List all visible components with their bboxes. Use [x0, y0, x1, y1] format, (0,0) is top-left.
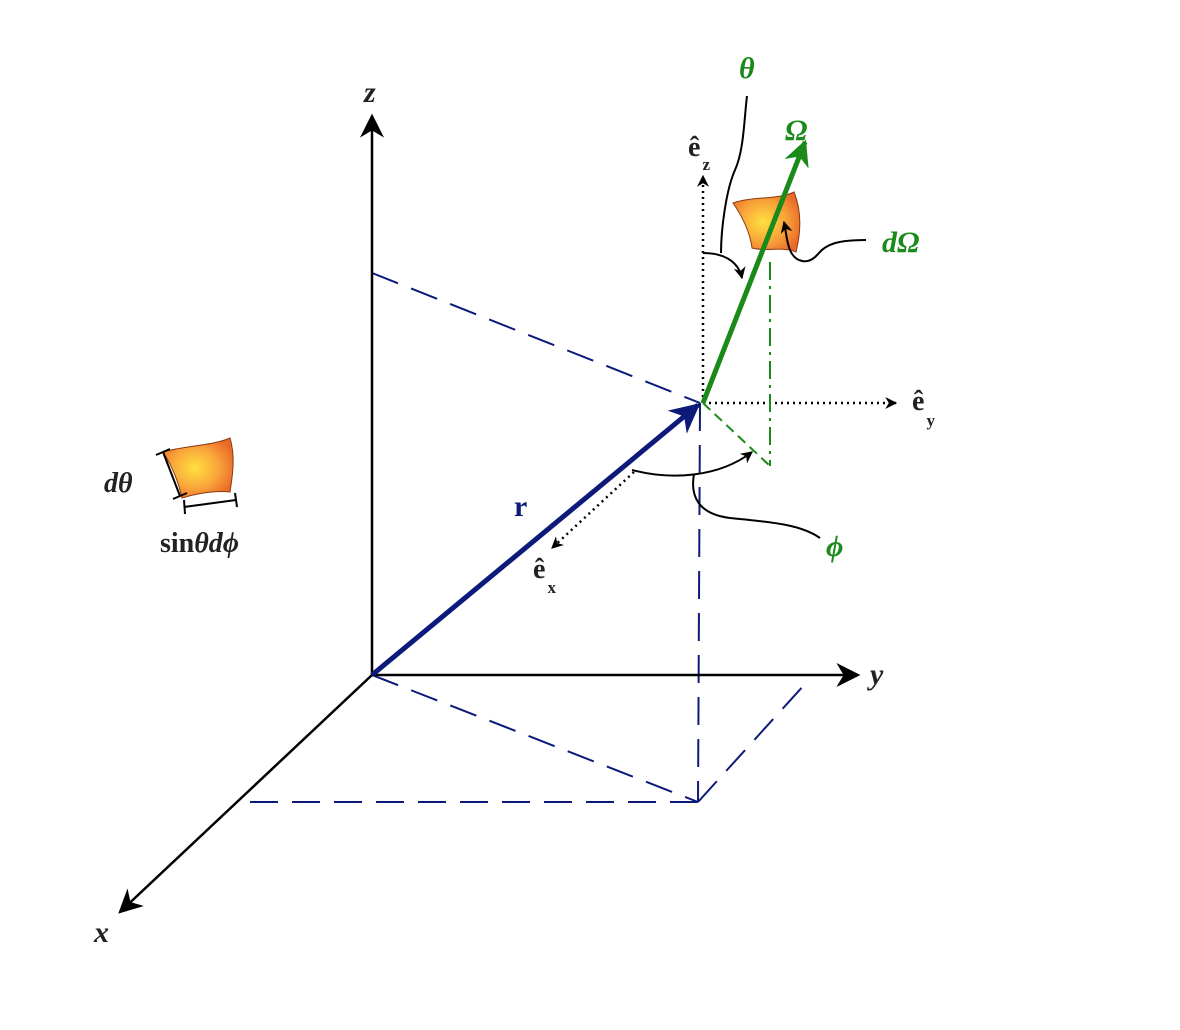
theta-leader-line [720, 95, 748, 254]
theta-label: θ [739, 52, 755, 85]
local-unit-vectors [551, 174, 898, 549]
inset-dtheta-label: dθ [104, 468, 133, 499]
solid-angle-patch [732, 191, 801, 253]
inset-width-label: sinθdϕ [160, 528, 239, 559]
inset-sin-text: sin [160, 528, 195, 559]
projection-vertical-drop [697, 402, 701, 803]
ey-label: êy [912, 386, 935, 430]
labels: z y x r Ω θ dΩ ϕ êz êy êx dθ sinθdϕ [93, 52, 935, 949]
ex-label: êx [533, 554, 556, 597]
ez-hat: ê [688, 132, 700, 163]
theta-angle-arc [702, 252, 746, 280]
projection-foot-to-y [697, 683, 806, 803]
solid-angle-leader-line [780, 220, 867, 263]
x-axis [118, 674, 373, 914]
axes [118, 113, 861, 914]
ex-subscript: x [547, 578, 556, 597]
ey-subscript: y [926, 411, 935, 430]
phi-angle-arc [631, 451, 753, 477]
ex-hat: ê [533, 554, 545, 585]
ex-unit-vector [551, 471, 635, 549]
inset-patch-group [155, 437, 238, 515]
direction-vector-label: Ω [785, 114, 807, 147]
sin-theta-dphi-bracket [183, 492, 238, 515]
ez-label: êz [688, 132, 710, 174]
direction-vector-omega [700, 139, 809, 404]
projection-lines [236, 272, 806, 803]
position-vector-r [370, 403, 701, 677]
dtheta-bracket [155, 448, 188, 500]
y-axis-label: y [867, 658, 884, 691]
phi-label: ϕ [826, 530, 843, 563]
x-axis-label: x [93, 916, 109, 949]
omega-projection-horizontal [702, 402, 771, 467]
solid-angle-label: dΩ [882, 226, 919, 259]
projection-origin-to-foot [371, 674, 699, 803]
position-vector-label: r [514, 490, 527, 523]
inset-theta-text: θ [194, 528, 209, 559]
projection-z-to-point [371, 272, 701, 404]
ey-hat: ê [912, 386, 924, 417]
inset-dphi-text: dϕ [209, 528, 239, 559]
ez-subscript: z [702, 155, 710, 174]
phi-leader-line [692, 473, 821, 539]
omega-projection [702, 262, 771, 467]
z-axis-label: z [363, 76, 376, 109]
inset-patch [162, 437, 234, 499]
